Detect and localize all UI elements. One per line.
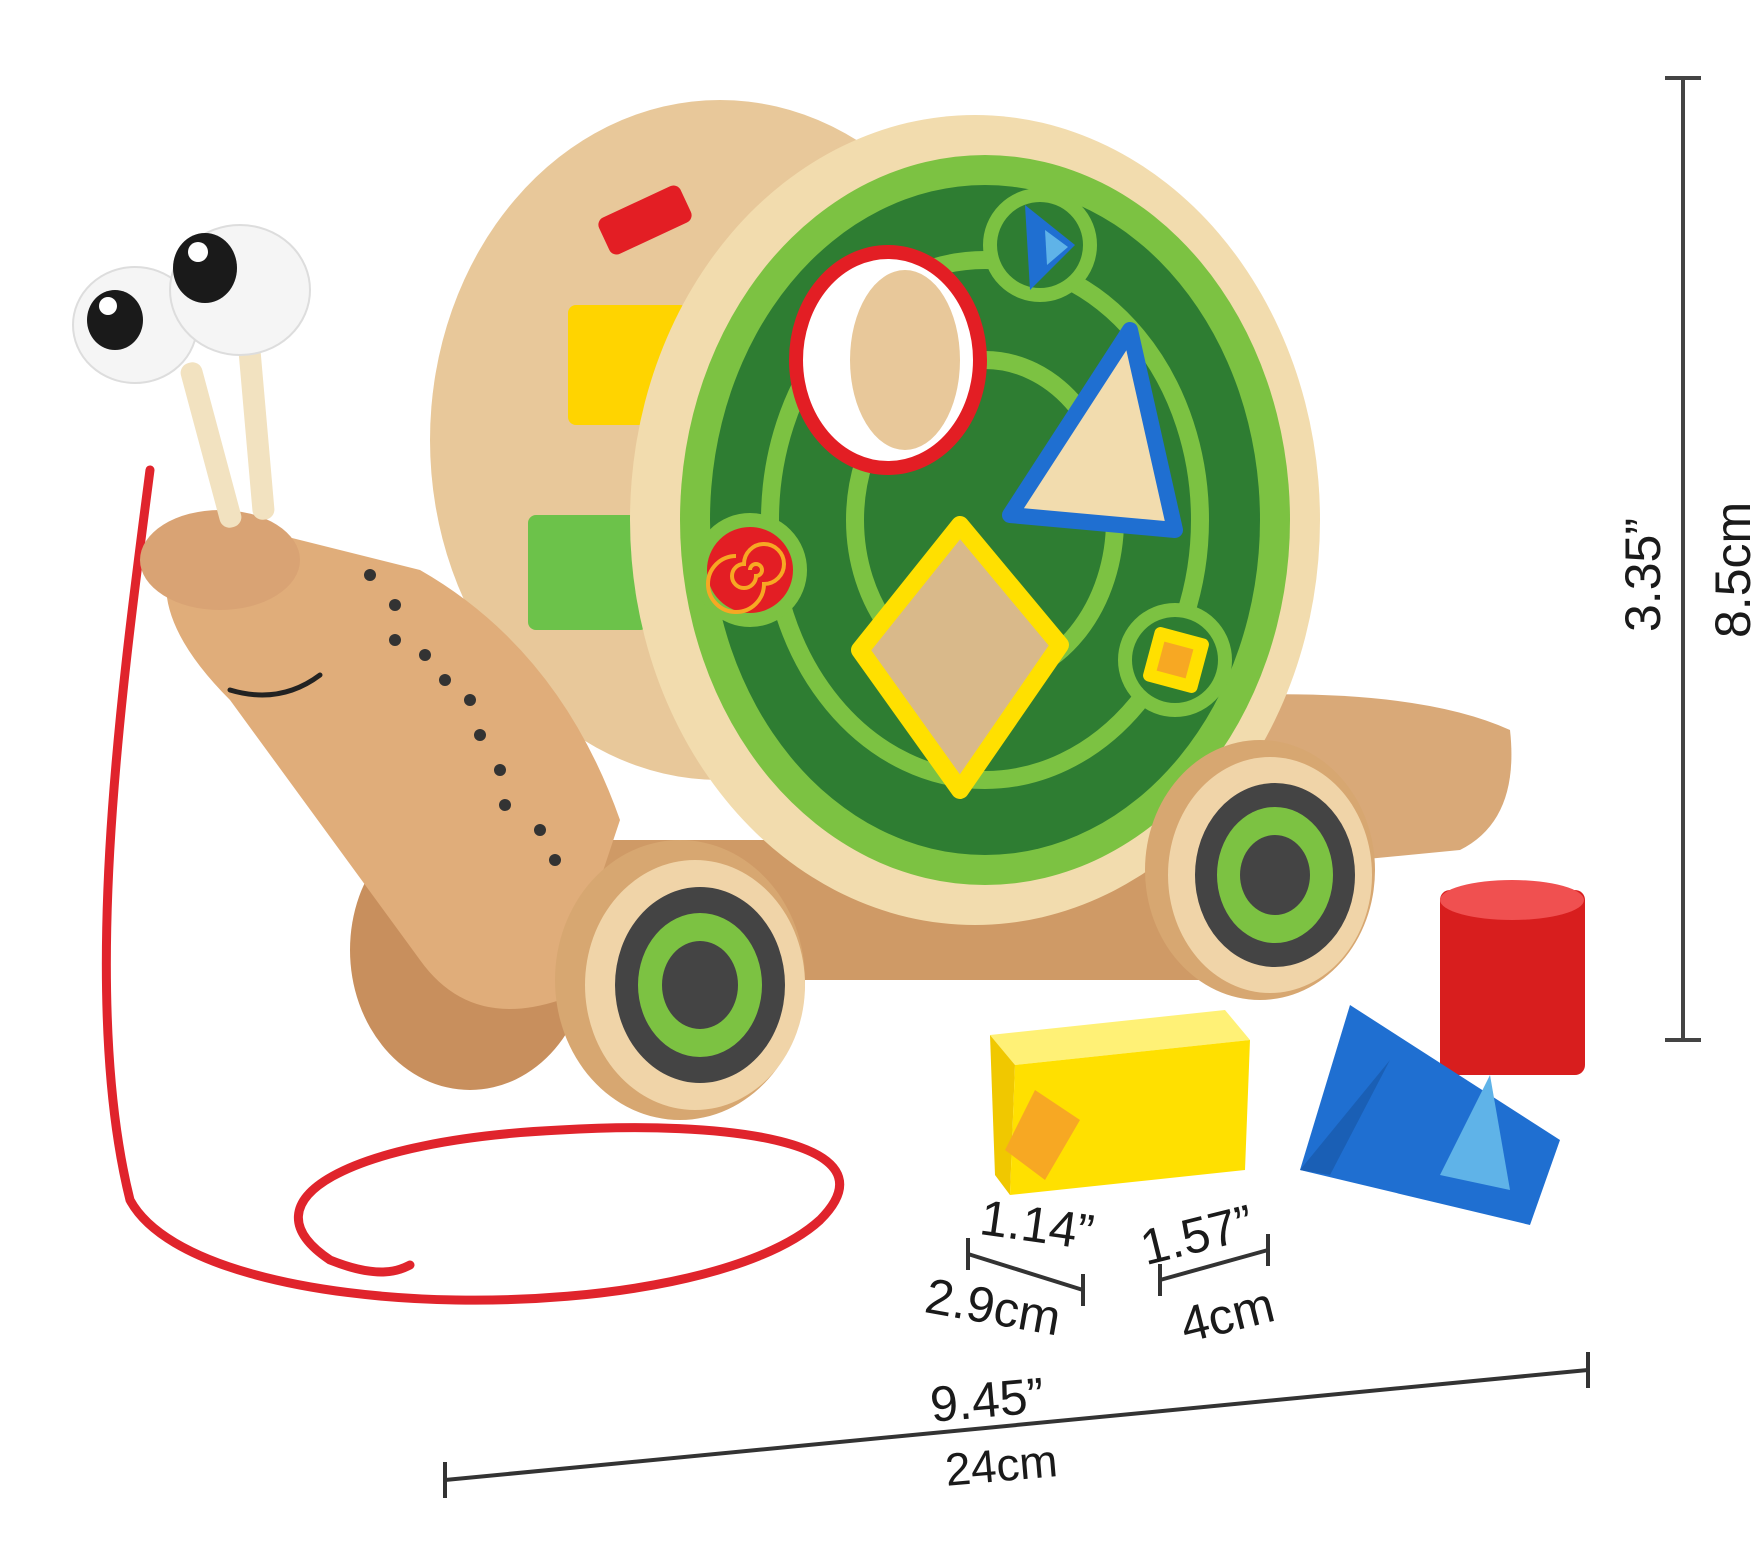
blue-triangle-block [1300,1005,1560,1225]
snail-dots [364,569,561,866]
spiral-icon [706,542,786,614]
height-dimension-line [1665,76,1701,1042]
shell-green-block [528,515,648,630]
antenna-right [237,330,275,520]
circle-hole-inner [850,270,960,450]
front-wheel [555,840,805,1120]
diamond-hole [851,516,1069,799]
snail-smile [227,672,323,698]
small-square-inner-icon [1156,641,1194,679]
shell-red-block [598,185,692,255]
small-triangle-inner-icon [1045,230,1068,265]
height-cm-label: 8.5cm [1705,501,1761,638]
antenna-left [180,362,242,528]
snail-neck [166,524,620,1009]
length-inches-label: 9.45” [927,1367,1047,1433]
triangle-dimension-line [1158,1234,1270,1296]
length-dimension-line [443,1352,1590,1498]
yellow-cube-block [990,1010,1250,1195]
pupil-left [87,290,143,350]
rear-wheel-right [1145,740,1375,1000]
triangle-hole [1002,322,1183,538]
length-cm-label: 24cm [942,1434,1060,1496]
height-inches-label: 3.35” [1615,518,1671,632]
pull-string [101,465,845,1305]
cube-dimension-line [966,1238,1085,1306]
pupil-right [173,233,237,303]
snail-head-top [140,510,300,610]
red-cylinder-block [1440,880,1585,1075]
